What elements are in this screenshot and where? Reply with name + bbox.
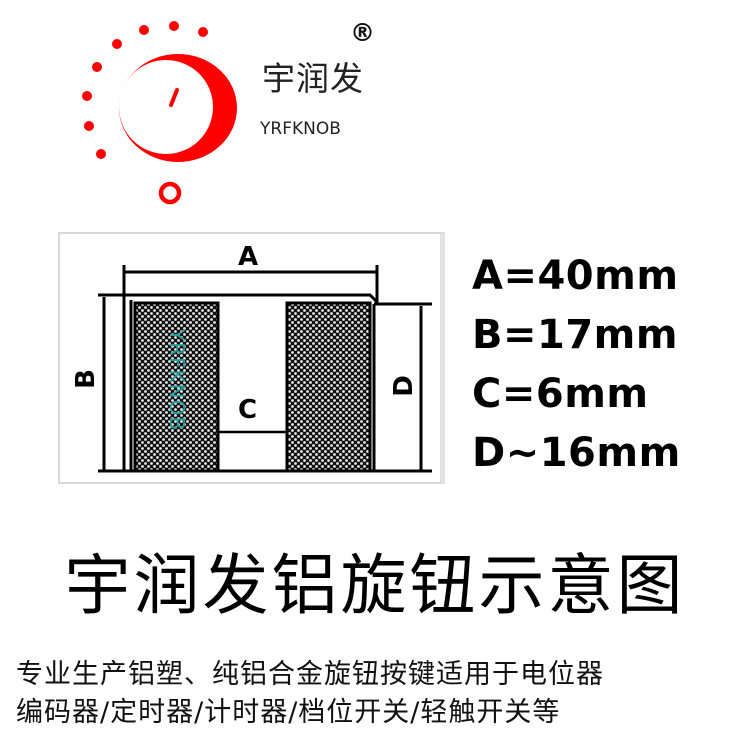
power-ring-icon <box>158 181 182 205</box>
dimension-label-c: C <box>238 395 258 425</box>
dial-dots-icon <box>82 21 208 159</box>
spec-d: D~16mm <box>472 430 681 476</box>
registered-trademark-mark: ® <box>350 18 375 47</box>
description-line-1: 专业生产铝塑、纯铝合金旋钮按键适用于电位器 <box>16 659 604 690</box>
knob-crescent-icon <box>119 54 237 162</box>
knurled-right-section <box>285 301 372 473</box>
spec-c: C=6mm <box>472 371 649 417</box>
dimension-spec-list: A=40mm B=17mm C=6mm D~16mm <box>472 247 681 483</box>
spec-a: A=40mm <box>472 253 679 299</box>
knob-dimension-diagram <box>98 265 432 473</box>
brand-name-cn: 宇润发 <box>262 59 364 98</box>
dimension-label-d: D <box>388 375 419 397</box>
page-title: 宇润发铝旋钮示意图 <box>64 547 686 624</box>
diagram-watermark: YRFKNOB <box>165 328 190 432</box>
description-line-2: 编码器/定时器/计时器/档位开关/轻触开关等 <box>16 697 561 728</box>
brand-name-en: YRFKNOB <box>260 119 341 139</box>
knurled-left-section <box>133 301 220 473</box>
dimension-label-a: A <box>238 242 259 272</box>
knob-dial-logo-icon <box>82 21 237 205</box>
spec-b: B=17mm <box>472 312 679 358</box>
dimension-label-b: B <box>70 369 101 389</box>
